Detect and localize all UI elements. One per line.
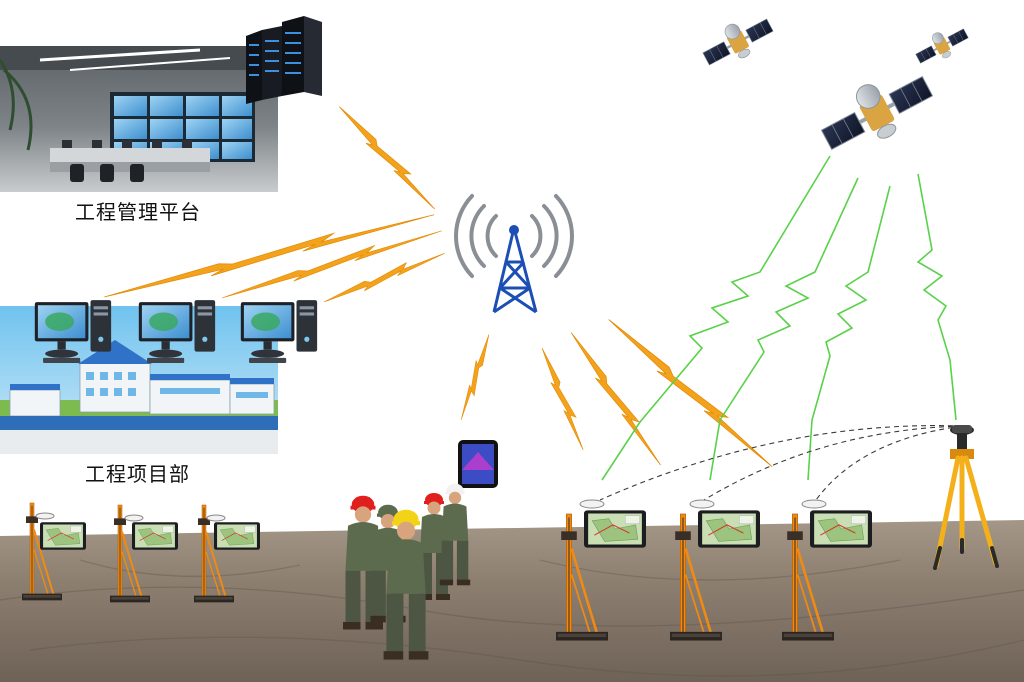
smartphone-icon: [458, 440, 498, 488]
gnss-base-station-icon: [933, 425, 999, 570]
server-rack-icon: [246, 16, 322, 104]
satellite-icon: [700, 14, 970, 160]
project-dept-label: 工程项目部: [85, 462, 190, 486]
project-office-image: [0, 306, 278, 454]
construction-site-ground: [0, 520, 1024, 682]
correction-link-lines: [599, 425, 963, 501]
platform-label: 工程管理平台: [75, 200, 201, 224]
tablet-terminal-icon: [35, 499, 872, 551]
cell-tower-icon: [454, 194, 574, 314]
gnss-signal-lines: [601, 155, 957, 481]
control-room-image: [0, 46, 278, 192]
desktop-computer-icon: [34, 300, 318, 363]
